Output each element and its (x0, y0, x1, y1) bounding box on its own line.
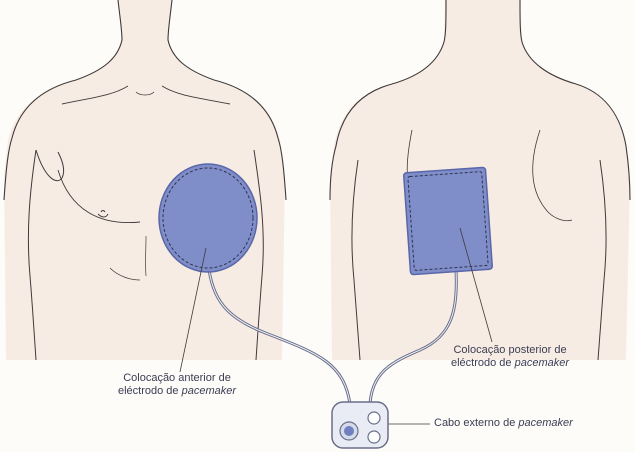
anterior-label-line2: eléctrodo de pacemaker (118, 385, 236, 398)
posterior-electrode-pad (404, 167, 493, 274)
cable-label-italic: pacemaker (518, 417, 572, 429)
posterior-electrode-label: Colocação posterior de eléctrodo de pace… (451, 344, 569, 370)
anterior-label-line1: Colocação anterior de (118, 372, 236, 385)
pacemaker-connector (332, 402, 388, 448)
anterior-electrode (159, 164, 257, 272)
posterior-label-italic: pacemaker (515, 357, 569, 369)
connector-port-bottom (368, 431, 380, 443)
posterior-label-prefix: eléctrodo de (451, 357, 515, 369)
connector-body (332, 402, 388, 448)
anterior-label-prefix: eléctrodo de (118, 385, 182, 397)
posterior-label-line1: Colocação posterior de (451, 344, 569, 357)
posterior-electrode (404, 167, 493, 274)
posterior-label-line2: eléctrodo de pacemaker (451, 357, 569, 370)
anterior-electrode-label: Colocação anterior de eléctrodo de pacem… (118, 372, 236, 398)
cable-label: Cabo externo de pacemaker (434, 417, 573, 430)
connector-port-main-inner (344, 426, 354, 436)
connector-port-top (368, 412, 380, 424)
anterior-label-italic: pacemaker (182, 385, 236, 397)
cable-label-prefix: Cabo externo de (434, 417, 518, 429)
anterior-electrode-pad (159, 164, 257, 272)
